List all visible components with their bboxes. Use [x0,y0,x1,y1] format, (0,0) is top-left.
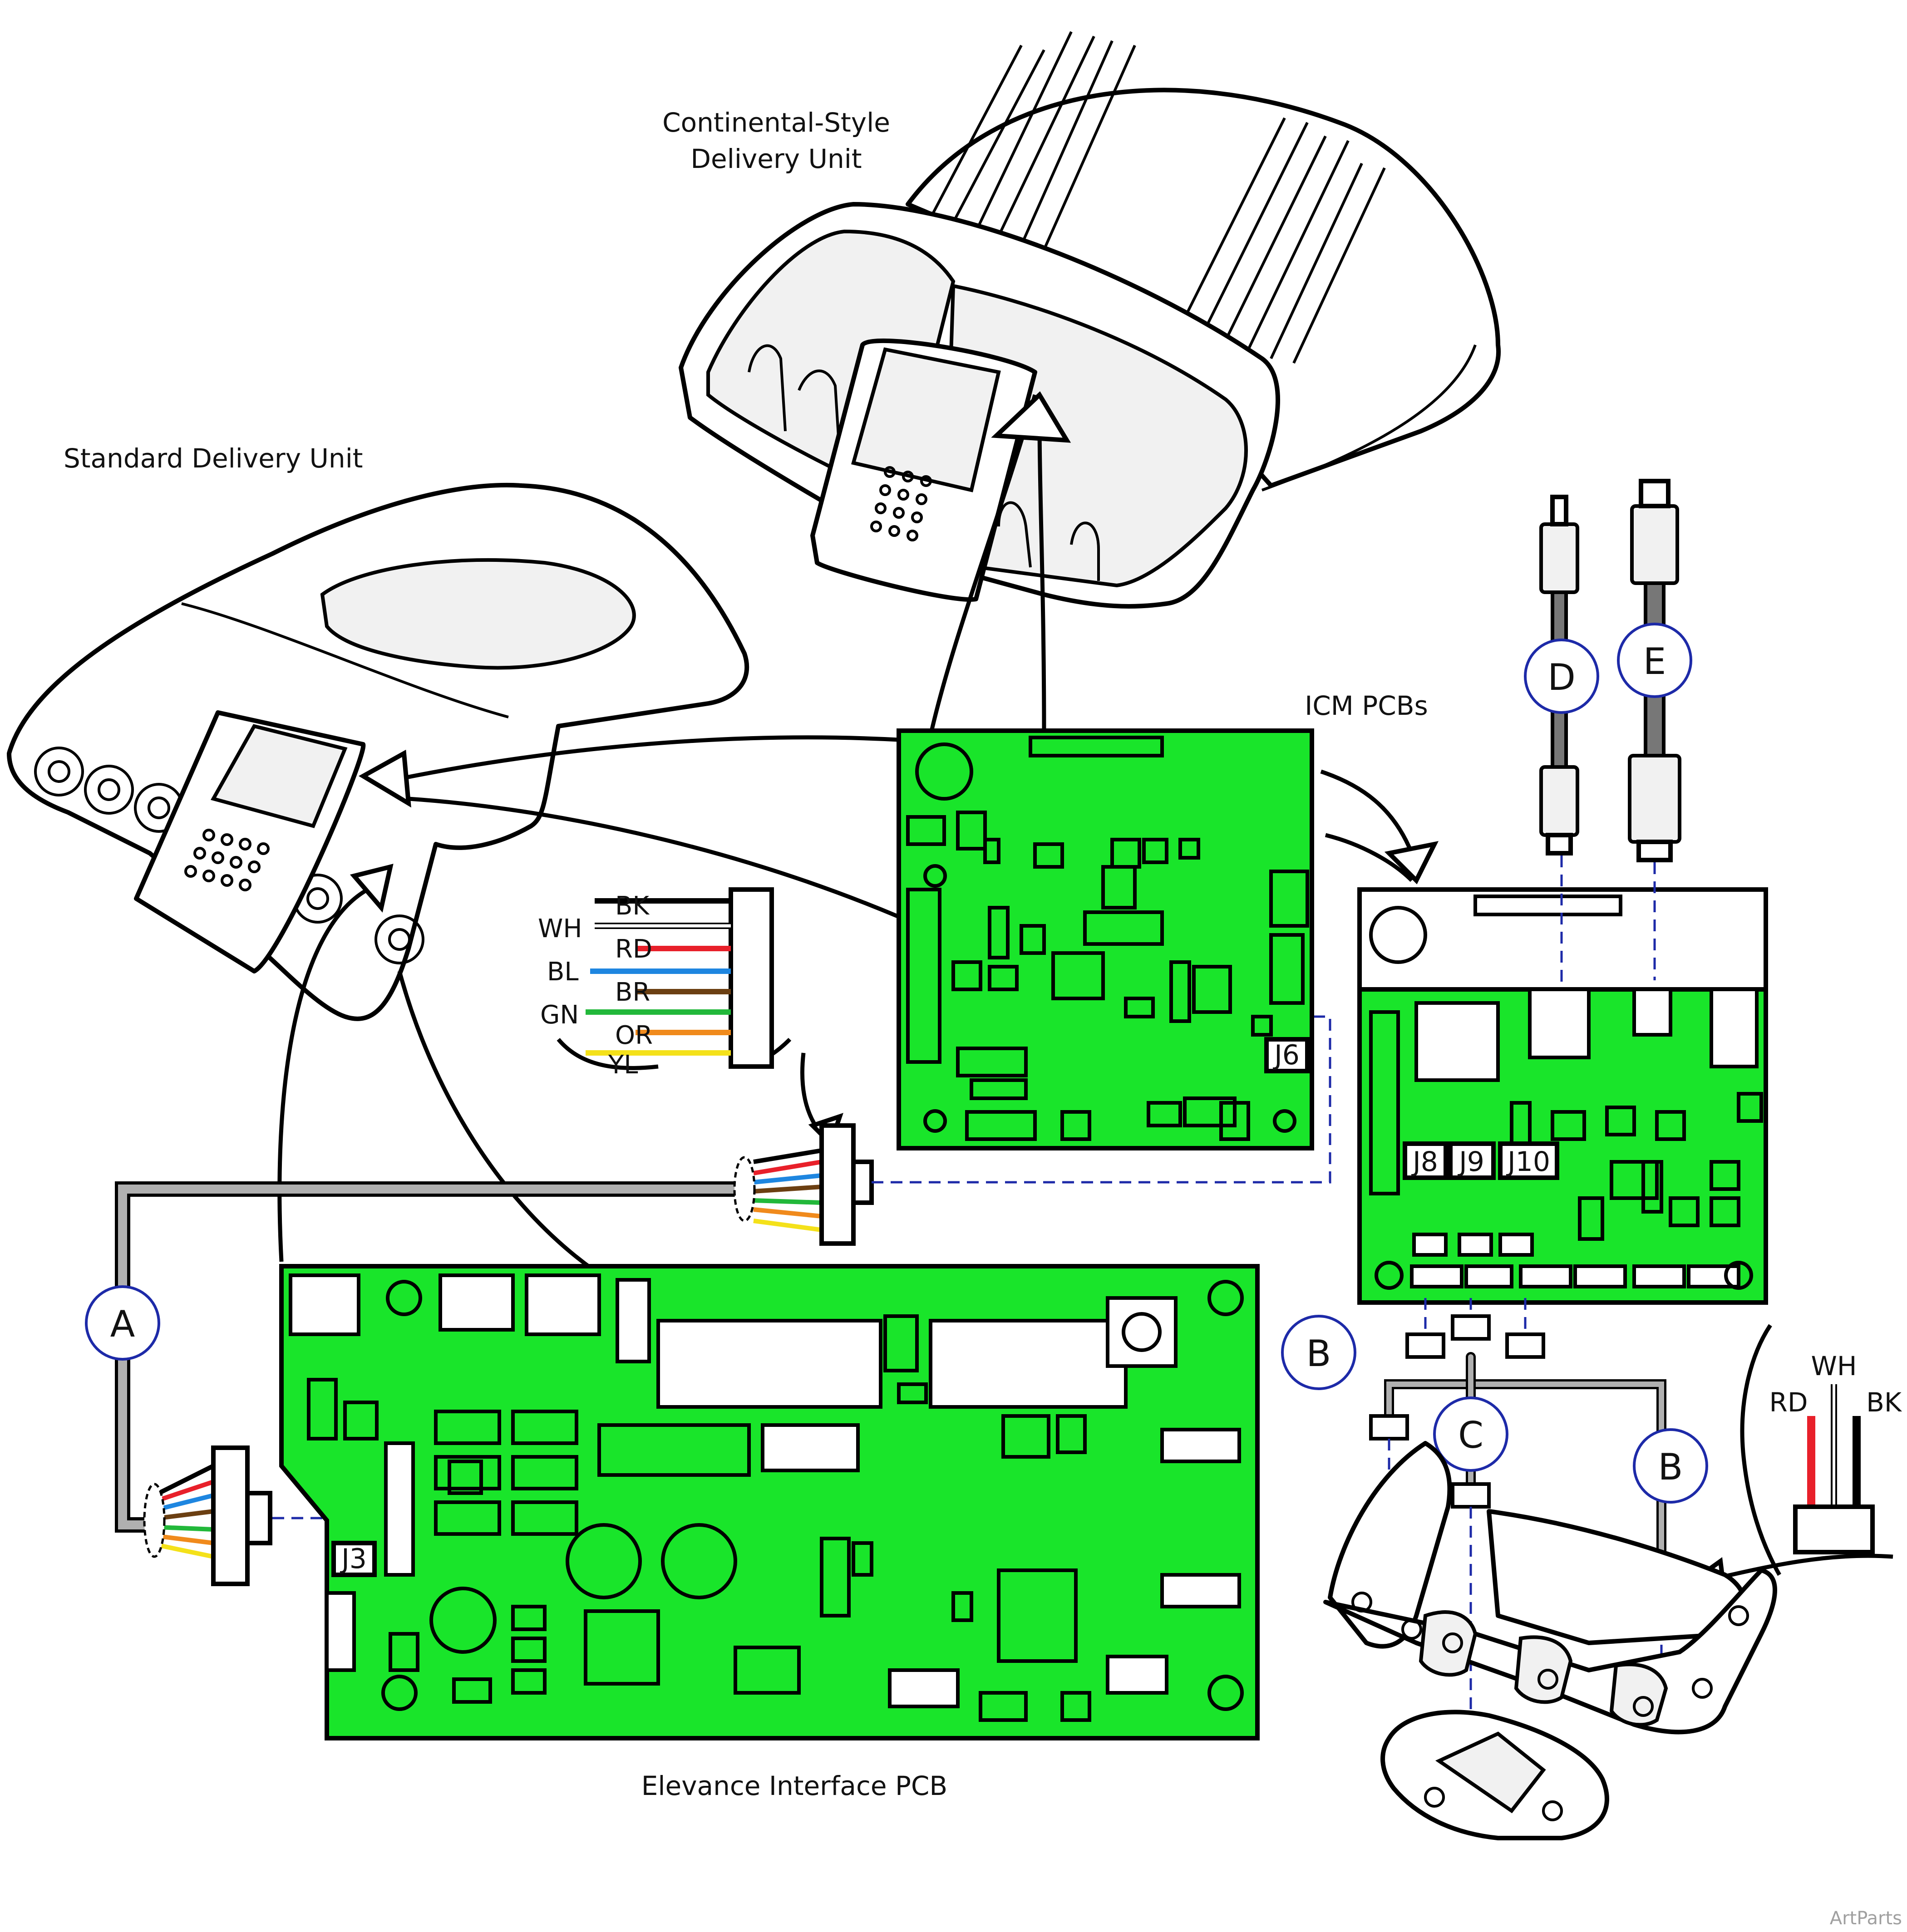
cable-a-connector-left [143,1445,272,1586]
elevance-interface-pcb: J3 [279,1264,1260,1740]
callout-d-label: D [1547,656,1576,698]
wire-code-or: OR [615,1021,653,1050]
callout-c-label: C [1458,1414,1483,1456]
callout-a [85,1285,160,1361]
continental-label-line1: Continental-Style [662,107,890,138]
callout-b1-label: B [1306,1332,1331,1375]
watermark: ArtParts [1830,1908,1902,1929]
standard-unit-label: Standard Delivery Unit [64,443,363,474]
three-wire-detail [1684,1324,1893,1601]
icm-label: ICM PCBs [1305,690,1428,721]
wire-label-wh: WH [1811,1351,1857,1381]
cable-a [85,1123,874,1586]
continental-delivery-unit [679,31,1501,609]
wire-code-br: BR [615,978,650,1007]
wire-harness-legend [586,887,774,1069]
continental-label-line2: Delivery Unit [690,143,862,174]
wire-label-bk: BK [1866,1387,1902,1418]
wire-code-bl: BL [547,957,579,987]
wire-code-rd: RD [615,934,652,964]
callout-b2-label: B [1658,1446,1683,1488]
instrument-holder-assembly [1323,1441,1777,1840]
wire-code-wh: WH [538,914,582,944]
cable-a-connector-right [733,1123,874,1246]
j6-label: J6 [1272,1039,1300,1071]
j8-label: J8 [1411,1146,1438,1178]
callout-e-label: E [1643,640,1666,683]
j3-label: J3 [340,1543,367,1575]
wire-code-yl: YL [608,1050,638,1080]
wire-label-rd: RD [1769,1387,1808,1418]
j9-label: J9 [1457,1146,1484,1178]
callout-a-label: A [110,1303,135,1345]
standard-delivery-unit [7,482,749,1021]
icm-pcb-left: J6 [897,728,1314,1150]
wire-code-bk: BK [615,891,650,921]
j10-label: J10 [1506,1146,1550,1178]
wire-code-gn: GN [540,1000,579,1030]
elevance-label: Elevance Interface PCB [641,1770,947,1801]
usb-cable-d [1524,495,1599,855]
usb-cable-e [1617,479,1692,862]
